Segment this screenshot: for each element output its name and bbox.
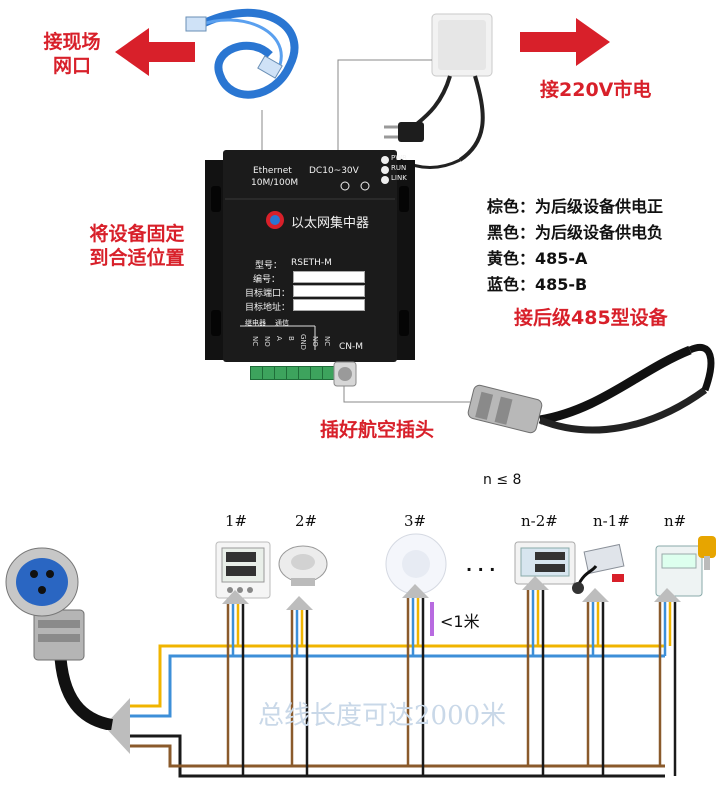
node-label-2: 2#	[295, 512, 318, 530]
connect-network-line1: 接现场	[43, 31, 101, 53]
relay-label: 继电器	[245, 319, 266, 327]
pin-label-5: GND	[299, 334, 307, 351]
serial-field-box	[293, 271, 365, 283]
pin-label-2: NO	[263, 336, 271, 347]
comm-label: 通信	[275, 319, 289, 327]
left-red-arrow	[115, 28, 195, 76]
sensor-3-ceiling-sensor	[385, 533, 447, 595]
target-port-label: 目标端口：	[245, 289, 291, 299]
led-run-label: RUN	[391, 164, 407, 172]
plug-leader-line	[343, 386, 470, 403]
pin-label-1: NC	[251, 336, 259, 347]
dc-voltage-label: DC10~30V	[309, 166, 359, 176]
node-label-n-2: n-2#	[521, 512, 558, 530]
led-link-label: LINK	[391, 174, 407, 182]
wire-brown	[128, 744, 665, 768]
led-pwr-label: PWR	[391, 154, 408, 162]
node-label-1: 1#	[225, 512, 248, 530]
connect-485-label: 接后级485型设备	[514, 307, 668, 329]
wire-colors-legend: 棕色：为后级设备供电正 黑色：为后级设备供电负 黄色：485-A 蓝色：485-…	[487, 194, 663, 298]
plug-connector-label: 插好航空插头	[320, 419, 435, 441]
drop-wires	[226, 588, 677, 776]
target-address-label: 目标地址：	[245, 303, 291, 313]
wire-blue	[128, 654, 665, 718]
pin-label-4: B	[287, 336, 295, 341]
ethernet-label: Ethernet	[253, 166, 292, 176]
device-title: 以太网集中器	[291, 216, 370, 231]
node-label-n-1: n-1#	[593, 512, 630, 530]
node-label-3: 3#	[404, 512, 427, 530]
aviation-connector-image	[5, 547, 114, 730]
bus-length-label: 总线长度可达2000米	[258, 701, 507, 731]
sensor-1-thermo-hygrometer	[215, 541, 271, 599]
cn-m-socket	[333, 361, 357, 387]
pin-label-3: A	[275, 336, 283, 341]
fix-device-line1: 将设备固定	[89, 223, 185, 245]
sensor-2-smoke-detector	[278, 545, 328, 586]
trunk-arrow-head	[104, 698, 130, 754]
sensor-n-2-display-unit	[514, 541, 576, 585]
right-red-arrow	[520, 18, 610, 66]
pin-label-7: NC	[323, 336, 331, 347]
connect-power-label: 接220V市电	[540, 79, 652, 101]
target-port-box	[293, 285, 365, 297]
connect-network-line2: 网口	[52, 55, 91, 77]
terminal-block	[250, 366, 335, 380]
model-field-label: 型号：	[255, 261, 283, 271]
ethernet-concentrator-device: Ethernet 10M/100M DC10~30V PWR RUN LINK …	[205, 150, 415, 365]
legend-blue: 蓝色：485-B	[487, 275, 588, 294]
fix-device-label: 将设备固定 到合适位置	[62, 222, 212, 270]
fix-device-line2: 到合适位置	[89, 247, 185, 269]
pin-label-6: NO	[311, 336, 319, 347]
legend-yellow: 黄色：485-A	[487, 249, 588, 268]
node-label-n: n#	[664, 512, 687, 530]
sensor-n-gas-detector	[655, 536, 716, 597]
model-field-value: RSETH-M	[291, 258, 332, 268]
network-cable-image	[185, 8, 299, 99]
distance-note: <1米	[440, 612, 480, 631]
sensor-n-1-transmitter	[572, 543, 625, 594]
drop-arrow-tips	[222, 576, 681, 610]
target-address-box	[293, 299, 365, 311]
ellipsis: · · ·	[466, 560, 496, 579]
legend-brown: 棕色：为后级设备供电正	[487, 197, 664, 216]
speed-label: 10M/100M	[251, 178, 299, 188]
aviation-plug-cable	[467, 344, 715, 434]
serial-field-label: 编号：	[253, 275, 281, 285]
connect-network-label: 接现场 网口	[30, 30, 114, 78]
max-nodes-label: n ≤ 8	[483, 472, 522, 488]
legend-black: 黑色：为后级设备供电负	[487, 223, 664, 242]
cn-m-label: CN-M	[339, 342, 364, 352]
wire-black	[128, 734, 665, 778]
leader-lines	[261, 59, 432, 152]
